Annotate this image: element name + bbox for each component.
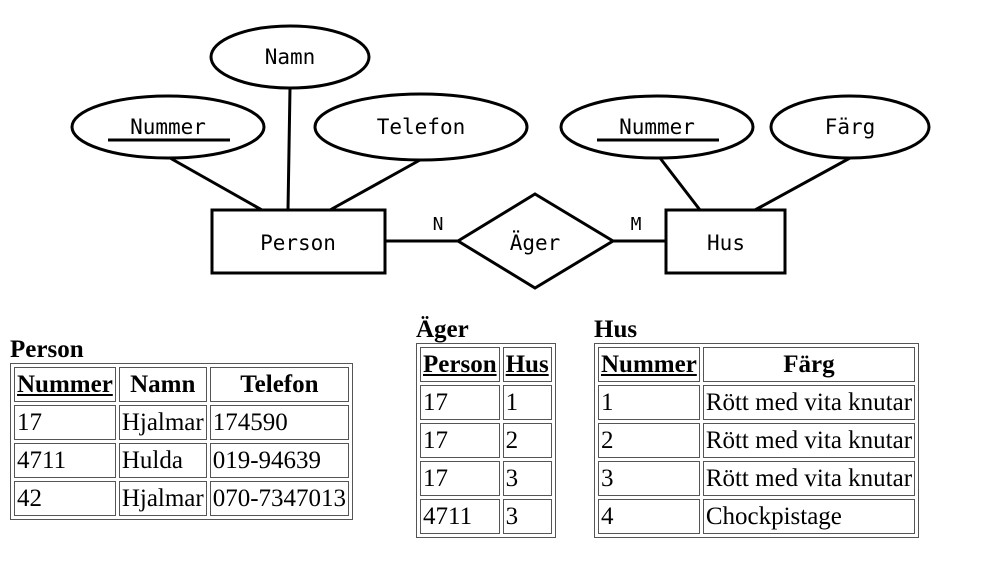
table-cell: Hjalmar bbox=[118, 481, 207, 516]
table-row: 17 1 bbox=[420, 385, 552, 420]
attribute-telefon: Telefon bbox=[313, 92, 529, 162]
relationship-ager: Äger bbox=[455, 192, 616, 290]
table-cell: Rött med vita knutar bbox=[702, 423, 916, 458]
table-cell: Rött med vita knutar bbox=[702, 461, 916, 496]
table-cell: 4711 bbox=[14, 443, 116, 478]
table-header-row: Nummer Namn Telefon bbox=[14, 367, 350, 402]
person-table: Nummer Namn Telefon 17 Hjalmar 174590 47… bbox=[10, 363, 354, 520]
table-cell: Hjalmar bbox=[118, 405, 207, 440]
ager-table-title: Äger bbox=[416, 316, 469, 343]
entity-hus: Hus bbox=[664, 208, 787, 275]
person-table-title: Person bbox=[10, 336, 84, 363]
entity-person: Person bbox=[210, 208, 387, 275]
cardinality-m: M bbox=[631, 214, 642, 235]
table-cell: 174590 bbox=[209, 405, 350, 440]
connector-telefon-person bbox=[329, 158, 421, 212]
table-row: 17 3 bbox=[420, 461, 552, 496]
table-cell: 2 bbox=[502, 423, 552, 458]
table-cell: 4711 bbox=[420, 499, 500, 534]
table-cell: 4 bbox=[598, 499, 700, 534]
attribute-farg-label: Färg bbox=[825, 115, 876, 139]
hus-table-section: Hus Nummer Färg 1 Rött med vita knutar 2… bbox=[594, 316, 920, 538]
table-cell: Chockpistage bbox=[702, 499, 916, 534]
table-cell: 1 bbox=[598, 385, 700, 420]
attribute-person-nummer: Nummer bbox=[70, 94, 266, 160]
table-row: 2 Rött med vita knutar bbox=[598, 423, 916, 458]
table-cell: 070-7347013 bbox=[209, 481, 350, 516]
table-cell: 3 bbox=[598, 461, 700, 496]
table-row: 4711 Hulda 019-94639 bbox=[14, 443, 350, 478]
connector-nummer-person bbox=[169, 156, 263, 212]
table-row: 17 2 bbox=[420, 423, 552, 458]
person-table-section: Person Nummer Namn Telefon 17 Hjalmar 17… bbox=[10, 336, 354, 520]
attribute-hus-nummer-label: Nummer bbox=[619, 115, 695, 139]
table-cell: 1 bbox=[502, 385, 552, 420]
table-cell: 3 bbox=[502, 499, 552, 534]
attribute-namn-label: Namn bbox=[265, 45, 316, 69]
er-diagram: Namn Nummer Telefon Nummer Färg Person Ä… bbox=[70, 24, 931, 290]
ager-table-section: Äger Person Hus 17 1 17 2 17 3 4711 3 bbox=[416, 317, 556, 538]
attribute-namn: Namn bbox=[209, 24, 371, 90]
attribute-telefon-label: Telefon bbox=[377, 115, 466, 139]
connector-nummer-hus bbox=[658, 157, 702, 211]
table-row: 17 Hjalmar 174590 bbox=[14, 405, 350, 440]
hus-table: Nummer Färg 1 Rött med vita knutar 2 Röt… bbox=[594, 343, 920, 538]
table-row: 1 Rött med vita knutar bbox=[598, 385, 916, 420]
table-header-row: Person Hus bbox=[420, 347, 552, 382]
table-row: 42 Hjalmar 070-7347013 bbox=[14, 481, 350, 516]
ager-table: Person Hus 17 1 17 2 17 3 4711 3 bbox=[416, 343, 556, 538]
table-cell: 17 bbox=[420, 385, 500, 420]
table-cell: 17 bbox=[14, 405, 116, 440]
table-row: 4711 3 bbox=[420, 499, 552, 534]
connector-namn-person bbox=[286, 87, 292, 211]
attribute-person-nummer-label: Nummer bbox=[130, 115, 206, 139]
table-header-row: Nummer Färg bbox=[598, 347, 916, 382]
column-header: Namn bbox=[118, 367, 207, 402]
connector-farg-hus bbox=[754, 156, 851, 212]
column-header: Färg bbox=[702, 347, 916, 382]
table-row: 3 Rött med vita knutar bbox=[598, 461, 916, 496]
relationship-ager-label: Äger bbox=[510, 230, 561, 255]
attribute-hus-nummer: Nummer bbox=[559, 94, 755, 160]
table-cell: 019-94639 bbox=[209, 443, 350, 478]
column-header: Hus bbox=[502, 347, 552, 382]
cardinality-n: N bbox=[433, 214, 444, 235]
column-header: Nummer bbox=[14, 367, 116, 402]
table-cell: Hulda bbox=[118, 443, 207, 478]
table-cell: 2 bbox=[598, 423, 700, 458]
hus-table-title: Hus bbox=[594, 316, 638, 343]
column-header: Telefon bbox=[209, 367, 350, 402]
column-header: Person bbox=[420, 347, 500, 382]
table-cell: 17 bbox=[420, 461, 500, 496]
column-header: Nummer bbox=[598, 347, 700, 382]
attribute-farg: Färg bbox=[769, 94, 931, 160]
entity-hus-label: Hus bbox=[707, 231, 745, 255]
table-cell: 42 bbox=[14, 481, 116, 516]
table-row: 4 Chockpistage bbox=[598, 499, 916, 534]
table-cell: 17 bbox=[420, 423, 500, 458]
table-cell: 3 bbox=[502, 461, 552, 496]
table-cell: Rött med vita knutar bbox=[702, 385, 916, 420]
entity-person-label: Person bbox=[260, 231, 336, 255]
